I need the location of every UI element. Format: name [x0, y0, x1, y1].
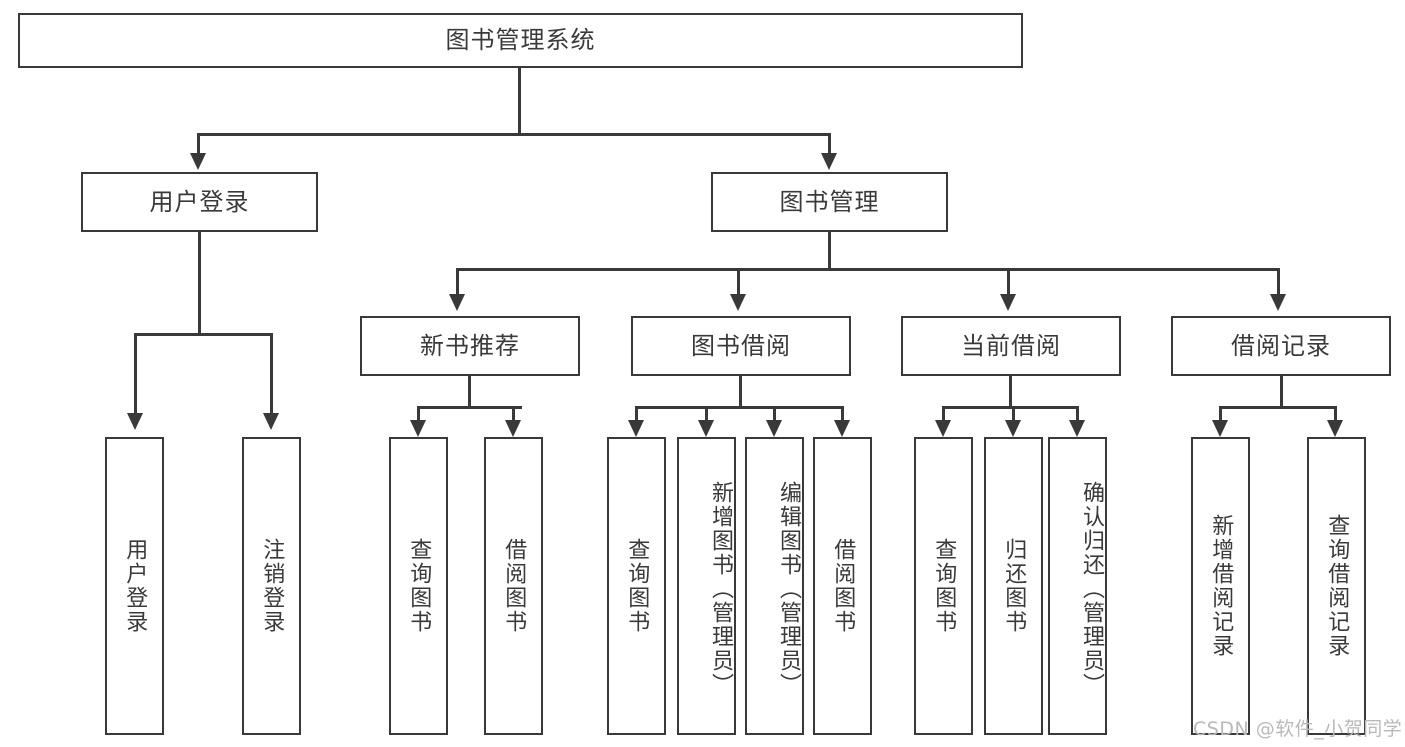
- node-book-borrow[interactable]: 图书借阅: [631, 316, 851, 376]
- node-root-system[interactable]: 图书管理系统: [18, 13, 1023, 68]
- connector-bookborrow-b4: [841, 406, 844, 422]
- leaf-label: 查询图书: [406, 538, 432, 634]
- arrow-to-user-login-leaf: [127, 413, 143, 430]
- arrow-to-query-book-3: [935, 420, 951, 437]
- connector-root-to-bookmgmt: [828, 133, 831, 155]
- node-label: 图书管理: [779, 187, 880, 216]
- arrow-to-add-borrow-record: [1212, 420, 1228, 437]
- leaf-label: 确认归还（管理员）: [1079, 481, 1104, 697]
- leaf-borrow-book-recommend[interactable]: 借阅图书: [484, 437, 543, 735]
- connector-userlogin-b1: [134, 333, 137, 415]
- connector-userlogin-b2: [270, 333, 273, 415]
- connector-bookborrow-b3: [773, 406, 776, 422]
- connector-currentborrow-stem: [1009, 376, 1012, 408]
- leaf-query-borrow-record[interactable]: 查询借阅记录: [1307, 437, 1366, 735]
- connector-newbook-bar: [417, 406, 522, 409]
- leaf-label: 查询图书: [624, 538, 650, 634]
- leaf-label: 编辑图书（管理员）: [776, 481, 801, 697]
- node-new-book-recommend[interactable]: 新书推荐: [360, 316, 580, 376]
- connector-root-to-userlogin: [197, 133, 200, 155]
- connector-newbook-stem: [468, 376, 471, 408]
- connector-currentborrow-b2: [1012, 406, 1015, 422]
- leaf-label: 新增借阅记录: [1208, 514, 1234, 658]
- connector-bookmgmt-b2: [737, 268, 740, 296]
- connector-userlogin-bar: [134, 333, 273, 336]
- leaf-label: 借阅图书: [501, 538, 527, 634]
- arrow-to-borrow-book-1: [505, 420, 521, 437]
- node-label: 用户登录: [149, 187, 250, 216]
- leaf-query-book-current[interactable]: 查询图书: [914, 437, 973, 735]
- connector-root-bar: [197, 133, 831, 136]
- leaf-return-book[interactable]: 归还图书: [984, 437, 1043, 735]
- arrow-to-confirm-return: [1069, 420, 1085, 437]
- leaf-label: 新增图书（管理员）: [708, 481, 733, 697]
- connector-currentborrow-b3: [1076, 406, 1079, 422]
- connector-newbook-b2: [512, 406, 515, 422]
- node-label: 新书推荐: [420, 331, 520, 360]
- leaf-label: 查询借阅记录: [1324, 514, 1350, 658]
- leaf-query-book-recommend[interactable]: 查询图书: [389, 437, 448, 735]
- node-label: 图书借阅: [691, 331, 791, 360]
- connector-bookborrow-bar: [635, 406, 844, 409]
- node-label: 借阅记录: [1231, 331, 1331, 360]
- connector-bookborrow-b1: [635, 406, 638, 422]
- arrow-to-query-borrow-record: [1327, 420, 1343, 437]
- connector-bookborrow-stem: [739, 376, 742, 408]
- connector-bookmgmt-b3: [1007, 268, 1010, 296]
- connector-borrowrecord-bar: [1219, 406, 1337, 409]
- leaf-confirm-return-admin[interactable]: 确认归还（管理员）: [1048, 437, 1107, 735]
- node-borrow-record[interactable]: 借阅记录: [1171, 316, 1391, 376]
- arrow-to-query-book-1: [410, 420, 426, 437]
- node-label: 图书管理系统: [445, 26, 596, 55]
- csdn-watermark: CSDN @软件_小贺同学: [1193, 718, 1403, 740]
- node-label: 当前借阅: [961, 331, 1061, 360]
- connector-newbook-b1: [417, 406, 420, 422]
- connector-currentborrow-bar: [942, 406, 1079, 409]
- connector-bookmgmt-stem: [828, 232, 831, 271]
- arrow-to-query-book-2: [628, 420, 644, 437]
- connector-bookmgmt-b4: [1277, 268, 1280, 296]
- node-current-borrow[interactable]: 当前借阅: [901, 316, 1121, 376]
- arrow-to-new-book-recommend: [449, 294, 465, 311]
- connector-root-stem-main: [518, 68, 521, 134]
- leaf-label: 查询图书: [931, 538, 957, 634]
- arrow-to-book-borrow: [730, 294, 746, 311]
- leaf-label: 借阅图书: [830, 538, 856, 634]
- arrow-to-userlogin: [190, 153, 206, 170]
- leaf-add-borrow-record[interactable]: 新增借阅记录: [1191, 437, 1250, 735]
- leaf-user-login[interactable]: 用户登录: [105, 437, 164, 735]
- connector-bookborrow-b2: [705, 406, 708, 422]
- connector-currentborrow-b1: [942, 406, 945, 422]
- arrow-to-borrow-book-2: [834, 420, 850, 437]
- connector-userlogin-stem: [198, 232, 201, 335]
- node-book-management[interactable]: 图书管理: [711, 172, 948, 232]
- arrow-to-current-borrow: [1000, 294, 1016, 311]
- leaf-label: 注销登录: [259, 538, 285, 634]
- arrow-to-add-book: [698, 420, 714, 437]
- connector-borrowrecord-b2: [1334, 406, 1337, 422]
- connector-borrowrecord-b1: [1219, 406, 1222, 422]
- arrow-to-return-book: [1005, 420, 1021, 437]
- arrow-to-edit-book: [766, 420, 782, 437]
- arrow-to-logout-leaf: [263, 413, 279, 430]
- connector-bookmgmt-b1: [456, 268, 459, 296]
- leaf-label: 用户登录: [122, 538, 148, 634]
- connector-bookmgmt-bar: [456, 268, 1280, 271]
- connector-borrowrecord-stem: [1280, 376, 1283, 408]
- arrow-to-bookmgmt: [821, 153, 837, 170]
- leaf-add-book-admin[interactable]: 新增图书（管理员）: [677, 437, 736, 735]
- leaf-label: 归还图书: [1001, 538, 1027, 634]
- node-user-login[interactable]: 用户登录: [81, 172, 318, 232]
- leaf-edit-book-admin[interactable]: 编辑图书（管理员）: [745, 437, 804, 735]
- leaf-logout[interactable]: 注销登录: [242, 437, 301, 735]
- leaf-borrow-book[interactable]: 借阅图书: [813, 437, 872, 735]
- arrow-to-borrow-record: [1270, 294, 1286, 311]
- leaf-query-book-borrow[interactable]: 查询图书: [607, 437, 666, 735]
